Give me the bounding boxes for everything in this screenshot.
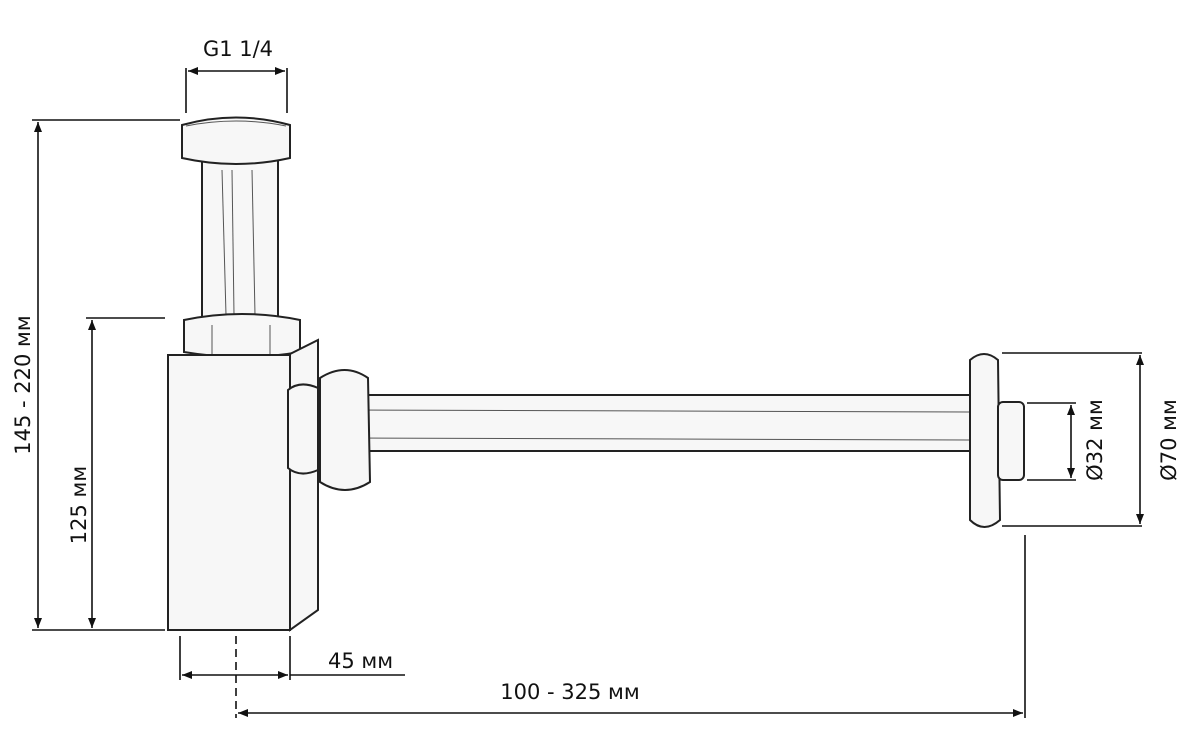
side-coupling bbox=[287, 383, 319, 475]
dimension-body-width: 45 мм bbox=[179, 636, 405, 680]
upper-tube bbox=[201, 159, 279, 321]
top-nut bbox=[181, 116, 291, 165]
inlet-thread-label: G1 1/4 bbox=[203, 37, 273, 61]
union-nut bbox=[319, 369, 372, 491]
total-height-label: 145 - 220 мм bbox=[11, 315, 35, 454]
outlet-diameter-label: Ø32 мм bbox=[1083, 399, 1107, 481]
outlet-pipe bbox=[349, 394, 976, 452]
dimension-inlet-thread: G1 1/4 bbox=[185, 37, 288, 113]
body-height-label: 125 мм bbox=[67, 466, 91, 544]
wall-distance-label: 100 - 325 мм bbox=[500, 680, 639, 704]
flange-diameter-label: Ø70 мм bbox=[1157, 399, 1181, 481]
siphon-body bbox=[167, 354, 291, 631]
wall-flange bbox=[969, 353, 1002, 528]
lower-nut bbox=[183, 313, 301, 358]
dimension-outlet-diameter: Ø32 мм bbox=[1027, 399, 1107, 481]
dimension-flange-diameter: Ø70 мм bbox=[1002, 352, 1181, 527]
dimension-body-height: 125 мм bbox=[67, 317, 165, 628]
wall-outlet-stub bbox=[997, 401, 1025, 481]
body-width-label: 45 мм bbox=[328, 649, 393, 673]
dimension-wall-distance: 100 - 325 мм bbox=[235, 535, 1026, 718]
dimension-total-height: 145 - 220 мм bbox=[11, 119, 180, 631]
siphon-illustration bbox=[167, 116, 1025, 632]
